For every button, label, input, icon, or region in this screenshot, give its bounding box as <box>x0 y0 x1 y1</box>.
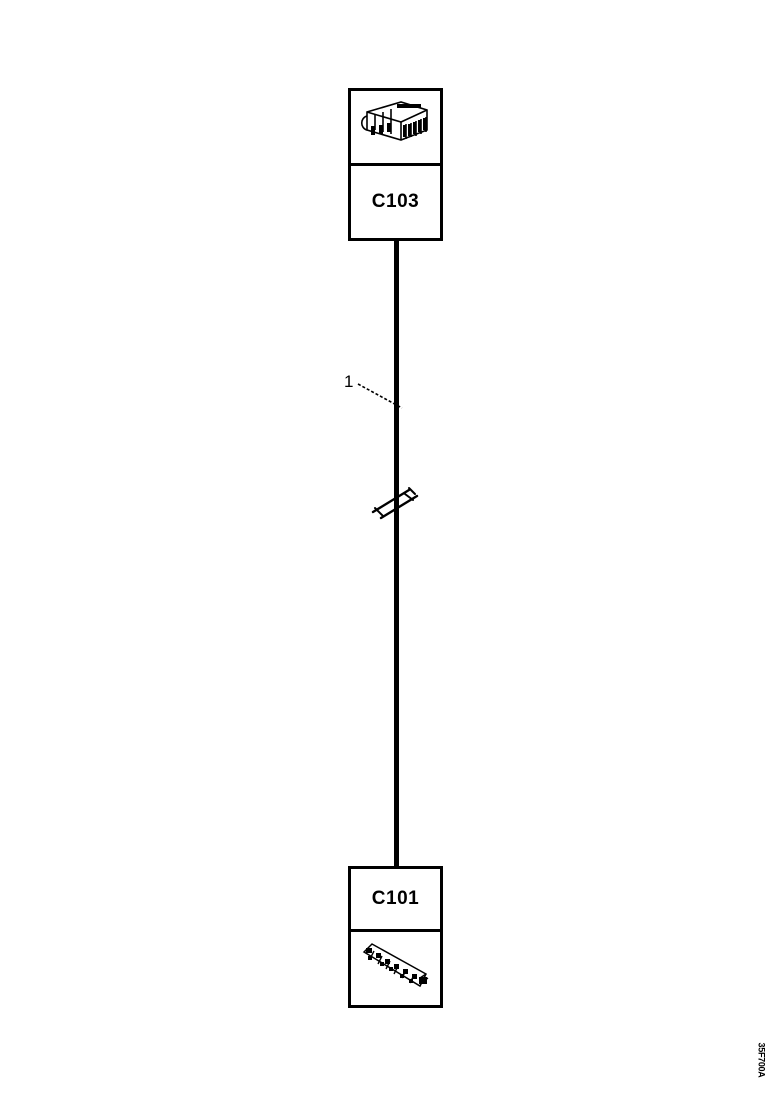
wire-line[interactable] <box>394 238 399 868</box>
connector-block-bottom[interactable]: C101 <box>348 866 443 1008</box>
wire-callout-group: 1 <box>344 373 406 413</box>
connector-bottom-label: C101 <box>371 888 420 909</box>
sheet-code-container: 35F700A <box>744 1028 778 1092</box>
connector-block-top[interactable]: C103 <box>348 88 443 241</box>
connector-top-illustration-cell <box>351 91 440 166</box>
sheet-code-text: 35F700A <box>756 1042 766 1078</box>
inline-terminal-connector-icon <box>362 943 428 988</box>
connector-bottom-label-cell: C101 <box>351 869 440 932</box>
callout-leader-line-icon <box>357 383 403 409</box>
wire-callout-number: 1 <box>344 372 354 391</box>
wire-break-symbol-icon <box>371 487 419 520</box>
connector-top-label: C103 <box>371 191 420 212</box>
connector-top-label-cell: C103 <box>351 166 440 238</box>
multi-pin-connector-housing-icon <box>360 101 428 141</box>
connector-bottom-illustration-cell <box>351 932 440 1002</box>
